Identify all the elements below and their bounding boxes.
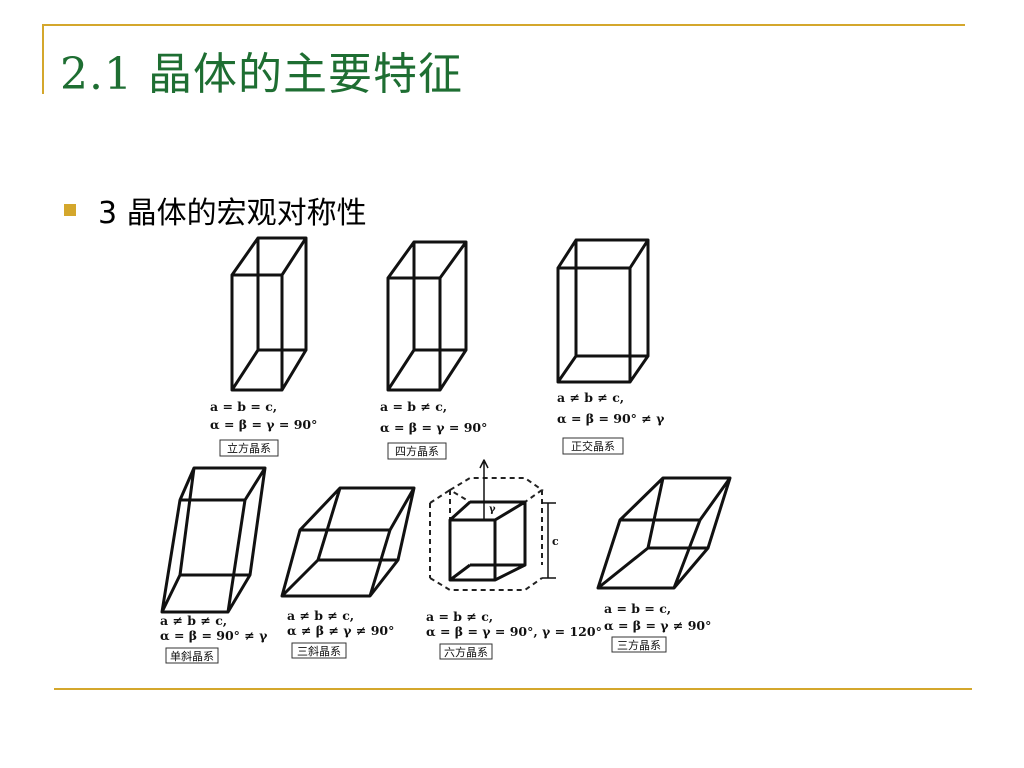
orthorhombic-formula-2: α = β = 90° ≠ γ — [557, 411, 665, 426]
hexagonal-formula-2: α = β = γ = 90°, γ = 120° — [426, 624, 602, 639]
monoclinic-formula-1: a ≠ b ≠ c, — [160, 613, 227, 628]
hexagonal-angle-label: γ — [489, 504, 496, 515]
monoclinic-name: 单斜晶系 — [170, 650, 214, 663]
bullet-item: 3 晶体的宏观对称性 — [64, 190, 367, 231]
triclinic-formula-1: a ≠ b ≠ c, — [287, 608, 354, 623]
tetragonal-formula-2: α = β = γ = 90° — [380, 420, 487, 435]
trigonal-formula-1: a = b = c, — [604, 601, 671, 616]
cubic-cell-drawing — [230, 236, 308, 392]
monoclinic-formula-2: α = β = 90° ≠ γ — [160, 628, 268, 643]
bullet-text: 3 晶体的宏观对称性 — [98, 196, 367, 231]
hexagonal-c-axis-arrow — [479, 459, 556, 579]
orthorhombic-formula-1: a ≠ b ≠ c, — [557, 390, 624, 405]
hexagonal-name-box — [439, 643, 493, 660]
trigonal-name-box — [611, 636, 667, 653]
title-accent-line-left — [42, 24, 44, 94]
title-accent-line-top — [44, 24, 965, 26]
triclinic-cell-drawing — [280, 486, 416, 598]
cubic-name-box — [219, 439, 279, 457]
cubic-name: 立方晶系 — [227, 441, 271, 455]
tetragonal-system-figure: a = b ≠ c, α = β = γ = 90° 四方晶系 — [380, 240, 487, 460]
hexagonal-axis-c-label: c — [552, 535, 559, 548]
triclinic-name-box — [291, 642, 347, 659]
triclinic-formula-2: α ≠ β ≠ γ ≠ 90° — [287, 623, 394, 638]
slide-title: 2.1 晶体的主要特征 — [60, 49, 463, 100]
trigonal-formula-2: α = β = γ ≠ 90° — [604, 618, 711, 633]
hexagonal-formula-1: a = b ≠ c, — [426, 609, 493, 624]
hexagonal-unit-cell-drawing — [448, 500, 527, 582]
trigonal-cell-drawing — [596, 476, 732, 590]
trigonal-name: 三方晶系 — [617, 638, 661, 652]
cubic-system-figure: a = b = c, α = β = γ = 90° 立方晶系 — [210, 236, 317, 457]
orthorhombic-name-box — [562, 437, 624, 455]
monoclinic-name-box — [165, 647, 219, 664]
tetragonal-cell-drawing — [386, 240, 468, 392]
hexagonal-name: 六方晶系 — [444, 645, 488, 659]
tetragonal-formula-1: a = b ≠ c, — [380, 399, 447, 414]
monoclinic-cell-drawing — [160, 466, 267, 614]
footer-accent-line — [54, 688, 972, 690]
tetragonal-name-box — [387, 442, 447, 460]
cubic-formula-2: α = β = γ = 90° — [210, 417, 317, 432]
orthorhombic-cell-drawing — [556, 238, 650, 384]
trigonal-system-figure: a = b = c, α = β = γ ≠ 90° 三方晶系 — [596, 476, 732, 653]
triclinic-name: 三斜晶系 — [297, 645, 341, 658]
orthorhombic-system-figure: a ≠ b ≠ c, α = β = 90° ≠ γ 正交晶系 — [556, 238, 665, 455]
hexagonal-system-figure: c γ a = b ≠ c, α = β = γ = 90°, γ = 120°… — [426, 459, 602, 660]
tetragonal-name: 四方晶系 — [395, 444, 439, 458]
bullet-square-icon — [64, 204, 76, 216]
monoclinic-system-figure: a ≠ b ≠ c, α = β = 90° ≠ γ 单斜晶系 — [160, 466, 268, 664]
triclinic-system-figure: a ≠ b ≠ c, α ≠ β ≠ γ ≠ 90° 三斜晶系 — [280, 486, 416, 659]
cubic-formula-1: a = b = c, — [210, 399, 277, 414]
orthorhombic-name: 正交晶系 — [571, 439, 615, 453]
